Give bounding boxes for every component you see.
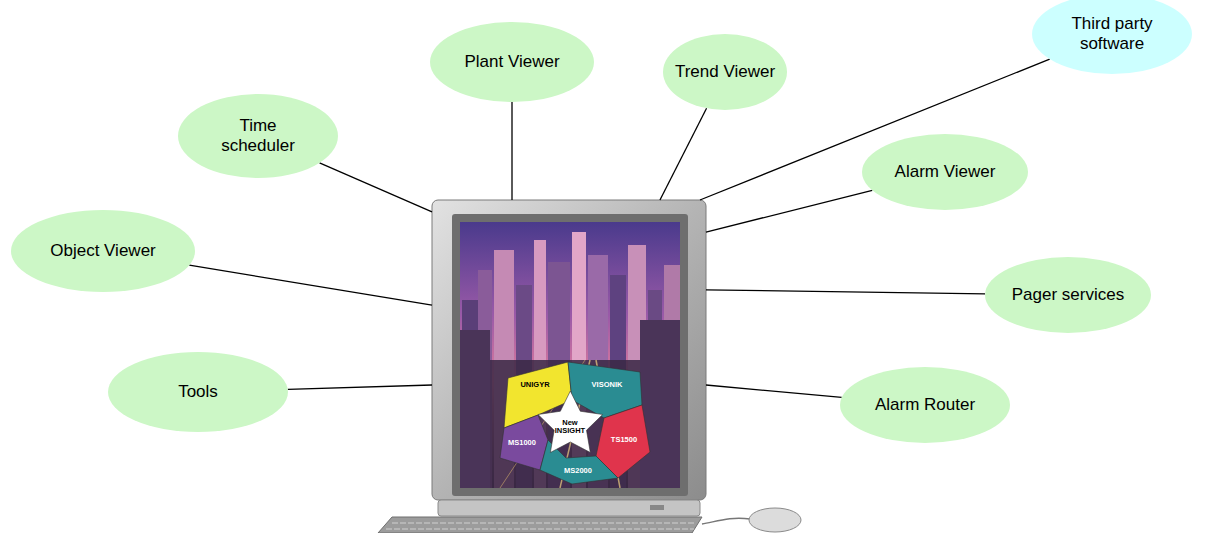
sky [460,222,680,488]
module-ellipse: Alarm Router [840,367,1010,443]
ellipse-fill [178,94,338,178]
ellipse-fill [862,134,1028,210]
region-label: New INSIGHT [555,419,585,436]
module-label: Alarm Router [875,395,975,415]
map-region: New INSIGHT [538,391,603,453]
ellipse-fill [108,352,288,432]
module-ellipse: Tools [108,352,288,432]
region-label: VISONIK [592,381,623,389]
building [460,330,490,488]
module-ellipse: Object Viewer [11,210,195,292]
ellipse-fill [663,34,787,110]
monitor-base [438,500,700,516]
module-label: Object Viewer [50,241,156,261]
region-label: MS2000 [564,467,592,475]
module-ellipse: Alarm Viewer [862,134,1028,210]
connector-line [706,290,985,294]
connector-line [511,102,512,200]
module-ellipse: Third party software [1032,0,1192,74]
module-ellipse: Time scheduler [178,94,338,178]
module-label: Trend Viewer [675,62,775,82]
monitor-bezel [432,200,706,500]
connector-line [320,163,432,212]
screen-frame [452,214,688,496]
module-ellipse: Pager services [985,257,1151,333]
ellipse-fill [985,257,1151,333]
module-ellipse: Plant Viewer [430,22,594,102]
keyboard [378,517,702,533]
ellipse-fill [840,367,1010,443]
keyboard-keys [386,529,694,530]
building [640,320,680,488]
module-ellipse: Trend Viewer [663,34,787,110]
keyboard-keys [392,523,696,524]
connector-line [706,385,842,397]
map-region: MS1000 [500,415,548,470]
module-label: Third party software [1060,14,1164,55]
region-label: TS1500 [611,436,637,444]
connector-line [660,108,707,200]
module-label: Tools [178,382,218,402]
mouse-cable [702,518,750,524]
region-fill [540,440,618,484]
module-label: Plant Viewer [464,52,559,72]
ellipse-fill [11,210,195,292]
module-label: Alarm Viewer [895,162,996,182]
monitor-screen: UNIGYR VISONIK MS1000 New INSIGHT TS1500MS20… [432,200,706,512]
region-label: MS1000 [508,439,536,447]
connector-line [706,190,872,232]
region-label: UNIGYR [520,381,549,389]
power-button [650,505,664,510]
mouse [749,508,801,532]
city-photo [460,222,680,488]
connector-line [288,385,432,389]
ellipse-fill [430,22,594,102]
ellipse-fill [1032,0,1192,74]
region-fill [500,415,548,470]
connector-line [189,265,432,305]
module-label: Time scheduler [208,116,308,157]
module-label: Pager services [1012,285,1124,305]
